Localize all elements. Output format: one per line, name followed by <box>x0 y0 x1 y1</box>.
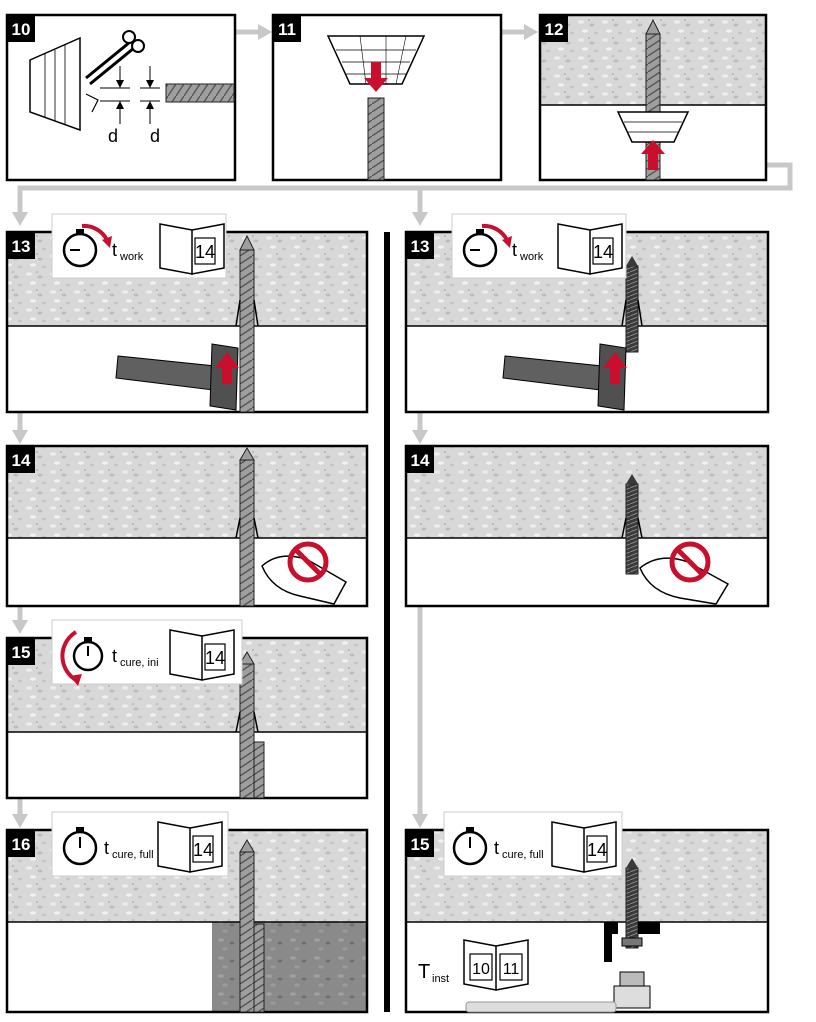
manual-page-ref: 14 <box>587 840 607 860</box>
rebar-icon <box>239 851 255 1013</box>
column-divider <box>384 232 390 1012</box>
time-subscript: work <box>519 251 544 263</box>
dimension-marker-right: d <box>140 66 160 146</box>
torque-wrench-icon <box>465 971 651 1013</box>
flow-connectors <box>12 24 793 828</box>
panel-14-left: 14 <box>5 444 369 608</box>
manual-book-icon: 14 <box>557 223 623 275</box>
stopwatch-icon <box>62 827 98 866</box>
panel-12: 12 <box>538 13 768 182</box>
manual-book-icon: 14 <box>159 223 225 275</box>
panel-number: 15 <box>12 643 31 662</box>
dimension-marker-left: d <box>100 66 130 146</box>
insert-arrow-icon <box>364 62 388 92</box>
dimension-label-d: d <box>150 126 160 146</box>
stopwatch-icon <box>452 827 488 866</box>
panel-number: 13 <box>12 237 31 256</box>
torque-label: T <box>418 961 430 983</box>
panel-13-right: 13 t work 14 <box>404 213 770 414</box>
time-subscript: cure, full <box>112 849 154 861</box>
manual-page-ref: 14 <box>195 242 215 262</box>
fixture-bracket <box>604 922 618 962</box>
manual-book-icon: 10 11 <box>463 939 529 991</box>
panel-number: 12 <box>545 20 564 39</box>
manual-page-ref: 14 <box>593 242 613 262</box>
stopwatch-icon <box>62 223 112 268</box>
torque-subscript: inst <box>432 973 449 985</box>
insert-arrow-icon <box>641 140 665 170</box>
panel-number: 14 <box>12 451 31 470</box>
panel-number: 14 <box>411 451 430 470</box>
time-label: t <box>104 838 109 858</box>
time-subscript: cure, ini <box>120 657 159 669</box>
panel-14-right: 14 <box>404 444 770 608</box>
panel-16-left: 16 t cure, full 14 <box>5 811 369 1014</box>
time-subscript: work <box>119 251 144 263</box>
manual-page-ref: 10 <box>472 961 490 978</box>
panel-11: 11 <box>271 13 503 182</box>
time-label: t <box>112 646 117 666</box>
threaded-rod-icon <box>625 483 639 575</box>
panel-number: 13 <box>411 237 430 256</box>
panel-15-left: 15 t cure, ini 14 <box>5 619 369 800</box>
time-subscript: cure, full <box>502 849 544 861</box>
manual-page-ref: 14 <box>193 840 213 860</box>
threaded-rod-icon <box>625 265 639 353</box>
hammer-icon <box>502 343 627 411</box>
manual-book-icon: 14 <box>157 821 223 873</box>
prohibition-icon <box>669 541 711 583</box>
manual-book-icon: 14 <box>169 629 235 681</box>
scissors-icon <box>85 30 145 86</box>
panel-number: 10 <box>12 20 31 39</box>
rebar-icon <box>239 459 255 607</box>
manual-page-ref: 11 <box>503 961 520 978</box>
dimension-label-d: d <box>108 126 118 146</box>
impact-arrow-icon <box>215 352 239 384</box>
panel-number: 15 <box>411 835 430 854</box>
panel-number: 11 <box>278 20 296 39</box>
hammer-icon <box>115 343 239 411</box>
threaded-rod-icon <box>625 867 639 949</box>
impact-arrow-icon <box>603 352 627 384</box>
panel-13-left: 13 t work 14 <box>5 213 369 414</box>
panel-15-right: 15 T inst 10 11 t cure, full <box>404 811 770 1014</box>
mixer-icon <box>326 35 426 85</box>
rebar-icon <box>165 83 235 103</box>
manual-page-ref: 14 <box>205 648 225 668</box>
rebar-icon <box>367 97 385 181</box>
manual-book-icon: 14 <box>551 821 617 873</box>
time-label: t <box>112 240 117 260</box>
panel-10: 10 d d <box>5 13 237 182</box>
time-label: t <box>494 838 499 858</box>
time-label: t <box>512 240 517 260</box>
stopwatch-icon <box>60 630 104 686</box>
prohibition-icon <box>287 541 329 583</box>
panel-number: 16 <box>12 835 31 854</box>
mixer-icon <box>616 111 690 143</box>
rebar-icon <box>239 249 255 413</box>
stopwatch-icon <box>462 223 512 268</box>
mixer-icon <box>29 36 81 132</box>
